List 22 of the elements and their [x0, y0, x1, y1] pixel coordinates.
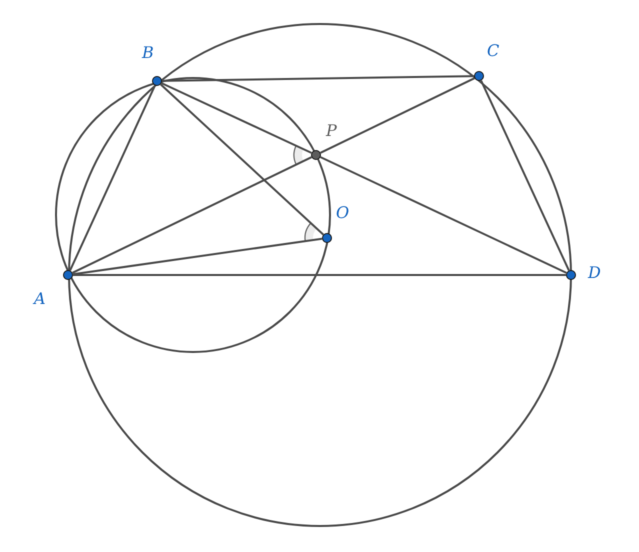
point-label: B: [142, 44, 154, 62]
line-segment: [480, 80, 570, 271]
point-marker: [63, 270, 73, 280]
line-segment: [162, 75, 474, 82]
point-marker: [311, 150, 321, 160]
point-marker: [566, 270, 576, 280]
point-label: P: [326, 122, 337, 140]
line-segment: [72, 238, 322, 276]
line-segment: [72, 156, 312, 274]
point-label: O: [336, 204, 350, 222]
line-segment: [160, 84, 324, 236]
line-segment: [69, 85, 156, 271]
point-label: D: [588, 264, 601, 282]
line-segment: [320, 77, 475, 154]
point-marker: [322, 233, 332, 243]
line-segment: [73, 274, 566, 276]
point-label: A: [34, 290, 46, 308]
point-label: C: [487, 42, 500, 60]
line-segment: [320, 156, 567, 274]
point-marker: [474, 71, 484, 81]
point-marker: [152, 76, 162, 86]
line-segment: [161, 82, 312, 154]
